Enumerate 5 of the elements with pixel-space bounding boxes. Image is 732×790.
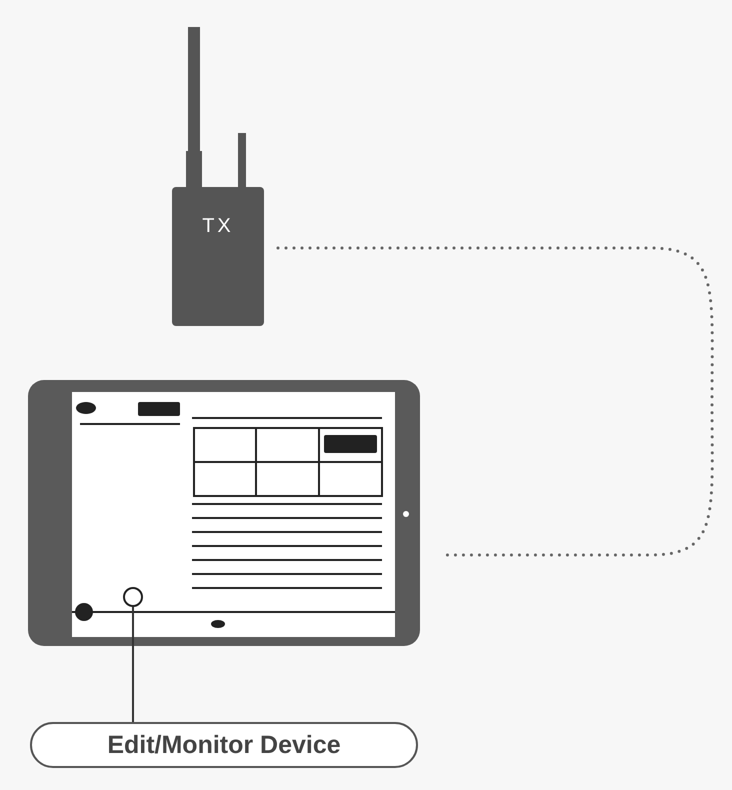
device-label: TX [201,215,235,237]
device-caption: Edit/Monitor Device [107,730,341,760]
dotted-connector [276,246,714,556]
leader-line [132,607,134,722]
label-box [30,722,418,768]
